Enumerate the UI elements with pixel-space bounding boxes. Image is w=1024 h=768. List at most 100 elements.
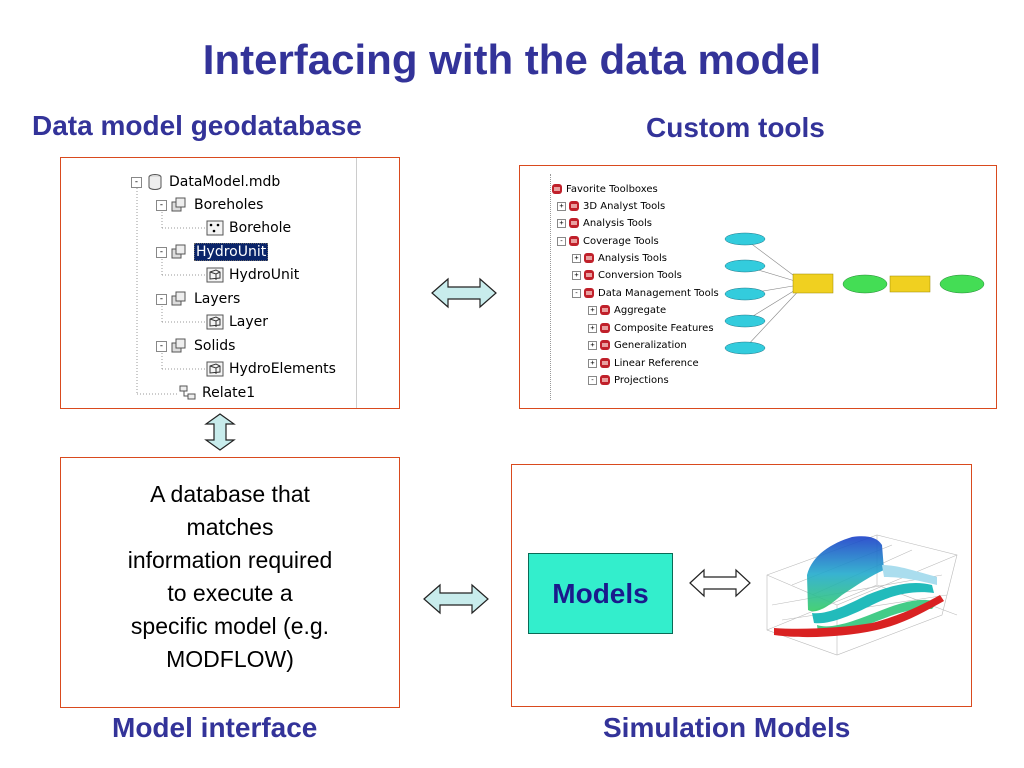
- model-builder-diagram: [724, 232, 985, 355]
- expand-icon[interactable]: +: [572, 253, 581, 263]
- expand-icon[interactable]: +: [557, 218, 566, 228]
- toolbox-label: Data Management Tools: [598, 287, 719, 299]
- toolbox-item[interactable]: + Aggregate: [588, 302, 666, 318]
- toolbox-label: Linear Reference: [614, 357, 699, 369]
- tree-item-boreholes[interactable]: - Boreholes: [156, 195, 263, 215]
- models-box[interactable]: Models: [528, 553, 673, 634]
- tree-connector-lines: [136, 188, 206, 395]
- collapse-icon[interactable]: -: [131, 176, 142, 188]
- toolbox-item[interactable]: + Generalization: [588, 337, 687, 353]
- tree-item-datamodel[interactable]: - DataModel.mdb: [131, 172, 280, 192]
- heading-geodatabase: Data model geodatabase: [32, 110, 362, 141]
- tree-item-label: Boreholes: [194, 197, 264, 213]
- collapse-icon[interactable]: -: [156, 199, 167, 211]
- toolbox-item[interactable]: + Conversion Tools: [572, 267, 682, 283]
- toolbox-item[interactable]: - Data Management Tools: [572, 285, 719, 301]
- toolbox-connector-line: [550, 174, 552, 400]
- toolbox-icon: [569, 201, 579, 211]
- tree-item-hydrounit[interactable]: HydroUnit: [206, 265, 299, 285]
- collapse-icon[interactable]: -: [588, 375, 597, 385]
- collapse-icon[interactable]: -: [572, 288, 581, 298]
- toolbox-item[interactable]: +Analysis Tools: [572, 250, 667, 266]
- toolbox-item[interactable]: - Coverage Tools: [557, 233, 659, 249]
- tree-item-label: Layers: [194, 291, 241, 307]
- tree-item-layer[interactable]: Layer: [206, 312, 268, 332]
- toolbox-icon: [552, 184, 562, 194]
- toolbox-label: Favorite Toolboxes: [566, 183, 658, 195]
- horizontal-double-arrow-icon: [689, 568, 751, 598]
- toolset-icon: [584, 270, 594, 280]
- expand-icon[interactable]: +: [572, 270, 581, 280]
- heading-model-interface: Model interface: [112, 712, 318, 743]
- expand-icon[interactable]: +: [557, 201, 566, 211]
- tree-item-layers[interactable]: - Layers: [156, 289, 240, 309]
- database-icon: [148, 174, 162, 190]
- description-line: MODFLOW): [166, 646, 294, 672]
- feature-dataset-icon: [171, 244, 186, 259]
- tree-item-borehole[interactable]: Borehole: [206, 218, 291, 238]
- custom-tools-panel: Favorite Toolboxes +3D Analyst Tools + An…: [519, 165, 997, 409]
- tree-item-solids[interactable]: - Solids: [156, 336, 235, 356]
- toolbox-item[interactable]: + Linear Reference: [588, 355, 699, 371]
- tree-item-hydroelements[interactable]: HydroElements: [206, 359, 336, 379]
- point-feature-class-icon: [206, 220, 224, 236]
- slide-title: Interfacing with the data model: [202, 36, 822, 83]
- geodatabase-panel: - DataModel.mdb - Boreholes Borehole - H…: [60, 157, 400, 409]
- horizontal-double-arrow-icon: [423, 583, 489, 615]
- toolbox-label: Composite Features: [614, 322, 714, 334]
- vertical-double-arrow-icon: [204, 413, 236, 451]
- description-line: to execute a: [167, 580, 293, 606]
- model-interface-panel: A database that matches information requ…: [60, 457, 400, 708]
- description-line: matches: [186, 514, 274, 540]
- toolset-icon: [600, 305, 610, 315]
- tree-item-relate1[interactable]: Relate1: [179, 383, 255, 403]
- toolbox-item[interactable]: Favorite Toolboxes: [552, 181, 658, 197]
- collapse-icon[interactable]: -: [557, 236, 566, 246]
- toolset-icon: [584, 288, 594, 298]
- toolset-icon: [600, 340, 610, 350]
- expand-icon[interactable]: +: [588, 305, 597, 315]
- tree-item-label: Solids: [194, 338, 236, 354]
- toolbox-label: Aggregate: [614, 304, 667, 316]
- tree-item-hydrounit-dataset[interactable]: - HydroUnit: [156, 242, 269, 262]
- toolbox-icon: [569, 218, 579, 228]
- toolbox-label: Coverage Tools: [583, 235, 659, 247]
- collapse-icon[interactable]: -: [156, 293, 167, 305]
- toolbox-icon: [569, 236, 579, 246]
- description-line: A database that: [150, 481, 310, 507]
- toolbox-label: Conversion Tools: [598, 269, 682, 281]
- toolbox-tree: Favorite Toolboxes +3D Analyst Tools + An…: [520, 166, 996, 408]
- tree-item-label: DataModel.mdb: [169, 174, 281, 190]
- expand-icon[interactable]: +: [588, 323, 597, 333]
- relationship-class-icon: [179, 385, 196, 400]
- toolbox-item[interactable]: +3D Analyst Tools: [557, 198, 665, 214]
- tree-item-label: Layer: [229, 314, 269, 330]
- toolbox-label: Analysis Tools: [583, 217, 653, 229]
- description-line: specific model (e.g.: [130, 613, 330, 639]
- model-interface-description: A database that matches information requ…: [61, 478, 399, 676]
- multipatch-feature-class-icon: [206, 361, 224, 377]
- toolset-icon: [600, 323, 610, 333]
- collapse-icon[interactable]: -: [156, 340, 167, 352]
- expand-icon[interactable]: +: [588, 340, 597, 350]
- toolbox-label: Projections: [614, 374, 669, 386]
- toolbox-item[interactable]: + Composite Features: [588, 320, 714, 336]
- feature-dataset-icon: [171, 291, 186, 306]
- expand-icon[interactable]: +: [588, 358, 597, 368]
- toolbox-item[interactable]: - Projections: [588, 372, 669, 388]
- tree-item-label: Relate1: [202, 385, 256, 401]
- heading-simulation-models: Simulation Models: [603, 712, 851, 743]
- toolbox-label: 3D Analyst Tools: [583, 200, 666, 212]
- feature-dataset-icon: [171, 338, 186, 353]
- models-label: Models: [552, 577, 649, 609]
- horizontal-double-arrow-icon: [431, 277, 497, 309]
- toolbox-item[interactable]: + Analysis Tools: [557, 215, 652, 231]
- toolset-icon: [600, 375, 610, 385]
- description-line: information required: [127, 547, 333, 573]
- tree-item-label: Borehole: [229, 220, 292, 236]
- toolset-icon: [584, 253, 594, 263]
- collapse-icon[interactable]: -: [156, 246, 167, 258]
- toolbox-label: Generalization: [614, 339, 687, 351]
- toolset-icon: [600, 358, 610, 368]
- tree-item-label: HydroUnit: [229, 267, 300, 283]
